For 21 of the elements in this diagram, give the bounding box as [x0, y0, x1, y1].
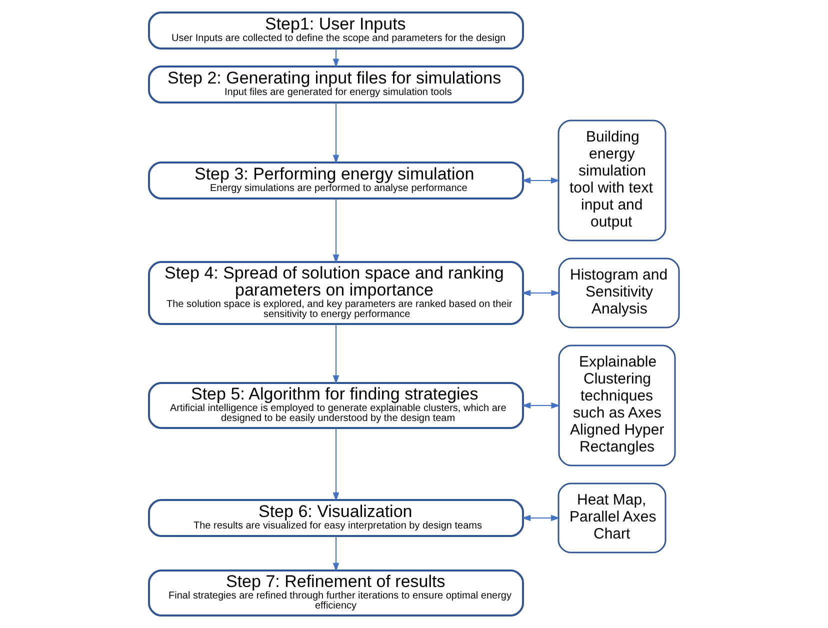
node-box: Explainable Clustering techniques such as Axes Aligned Hyper Rectangles: [558, 344, 676, 466]
node-box: Step 4: Spread of solution space and ranking parameters on importance The solution space is explored, and key parameters are ranked based on their sensitivity to energy performance: [148, 261, 524, 325]
arrow: [522, 290, 560, 296]
arrow: [522, 402, 560, 409]
arrow: [332, 48, 340, 68]
arrow: [332, 198, 340, 264]
arrow: [332, 102, 340, 164]
arrow: [332, 536, 340, 572]
node-box: Step 6: Visualization The results are visualized for easy interpretation by design teams: [148, 499, 524, 537]
arrow: [522, 177, 560, 184]
node-box: Step 2: Generating input files for simulations Input files are generated for energy simulation tools: [148, 66, 524, 104]
arrow: [522, 514, 560, 522]
node-box: Step 3: Performing energy simulation Energy simulations are performed to analyse performance: [148, 162, 524, 200]
node-box: Building energy simulation tool with text input and output: [558, 120, 666, 242]
node-box: Step 7: Refinement of results Final strategies are refined through further iterations to ensure optimal energy efficiency: [148, 570, 524, 616]
arrow: [332, 428, 340, 502]
arrow: [332, 324, 340, 384]
node-box: Step1: User Inputs User Inputs are collected to define the scope and parameters for the design: [148, 12, 524, 50]
node-box: Step 5: Algorithm for finding strategies Artificial intelligence is employed to generate explainable clusters, which are designed to be easily understood by the design team: [148, 382, 524, 429]
node-box: Heat Map, Parallel Axes Chart: [558, 482, 666, 554]
node-box: Histogram and Sensitivity Analysis: [558, 258, 680, 328]
